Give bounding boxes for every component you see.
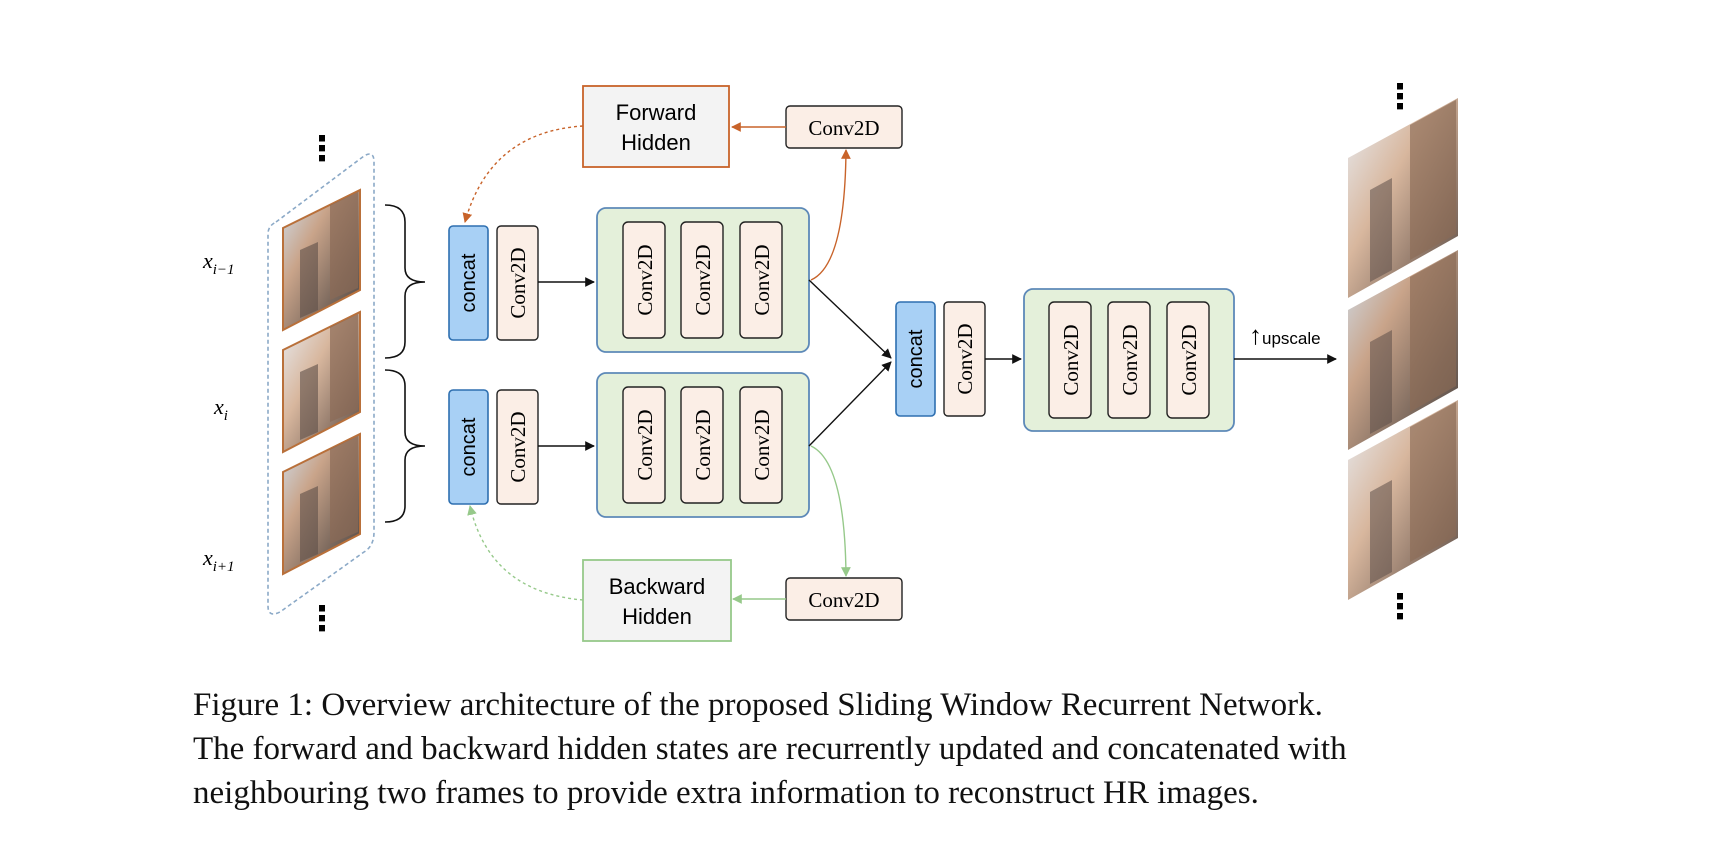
output-frames-group: ⋮ ⋮: [1348, 77, 1458, 627]
upper-brace: [384, 204, 426, 359]
backward-hidden-box: [582, 559, 732, 642]
backward-block-to-conv-arrow: [810, 445, 851, 577]
bottom-ellipsis: ⋮: [305, 599, 339, 639]
frame-label-prev: xi−1: [202, 248, 235, 278]
forward-to-merge-arrow: [808, 279, 892, 359]
top-ellipsis: ⋮: [305, 129, 339, 169]
frame-image-1: [282, 188, 361, 332]
reconstruction-conv-3: [1166, 301, 1210, 419]
frame-label-prev-subscript: i−1: [213, 262, 235, 278]
frame-label-next-subscript: i+1: [213, 559, 235, 575]
frame-label-current: xi: [213, 394, 228, 424]
backward-pre-conv-box: [496, 389, 539, 505]
frame-image-3: [282, 432, 361, 576]
output-top-ellipsis: ⋮: [1383, 77, 1417, 117]
forward-conv-label: Conv2D: [808, 116, 879, 140]
forward-concat-label: concat: [458, 253, 480, 312]
forward-branch: Forward Hidden Conv2D concat Conv2D Conv…: [448, 85, 903, 353]
reconstruction-conv-3-label: Conv2D: [1177, 324, 1201, 395]
forward-block-conv-3: [739, 221, 783, 339]
backward-pre-conv-label: Conv2D: [506, 411, 530, 482]
backward-block-conv-3: [739, 386, 783, 504]
frame-label-current-subscript: i: [224, 408, 228, 424]
forward-block-to-conv-arrow: [810, 149, 851, 281]
figure-caption: Figure 1: Overview architecture of the p…: [193, 683, 1493, 815]
backward-block-conv-1: [622, 386, 666, 504]
forward-block-conv-3-label: Conv2D: [750, 244, 774, 315]
backward-conv-label: Conv2D: [808, 588, 879, 612]
output-bottom-ellipsis: ⋮: [1383, 587, 1417, 627]
forward-concat-box: [448, 225, 489, 341]
merge-conv-label: Conv2D: [953, 323, 977, 394]
forward-block-conv-2: [680, 221, 724, 339]
backward-block-conv-2: [680, 386, 724, 504]
caption-line-2: The forward and backward hidden states a…: [193, 731, 1347, 767]
upscale-up-arrow-icon: ↑: [1249, 320, 1262, 350]
backward-hidden-label-line2: Hidden: [622, 604, 692, 629]
forward-hidden-to-concat-arrow: [462, 125, 584, 223]
merge-stage: concat Conv2D Conv2D Conv2D Conv2D ↑upsc…: [808, 279, 1337, 447]
forward-pre-conv-box: [496, 225, 539, 341]
backward-block-conv-2-label: Conv2D: [691, 409, 715, 480]
merge-concat-label: concat: [905, 329, 927, 388]
output-image-1: [1348, 98, 1458, 298]
reconstruction-conv-1-label: Conv2D: [1059, 324, 1083, 395]
backward-concat-label: concat: [458, 417, 480, 476]
reconstruction-conv-2-label: Conv2D: [1118, 324, 1142, 395]
backward-branch: concat Conv2D Conv2D Conv2D Conv2D Conv2…: [448, 372, 903, 642]
caption-line-1: Figure 1: Overview architecture of the p…: [193, 687, 1323, 723]
backward-block-conv-1-label: Conv2D: [633, 409, 657, 480]
reconstruction-conv-2: [1107, 301, 1151, 419]
lower-brace: [384, 369, 426, 523]
backward-to-merge-arrow: [808, 361, 892, 447]
frame-image-2: [282, 310, 361, 454]
forward-block-conv-2-label: Conv2D: [691, 244, 715, 315]
input-frames-group: ⋮ ⋮ xi−1 xi xi+1: [202, 129, 426, 639]
backward-hidden-to-concat-arrow: [467, 505, 584, 601]
forward-pre-conv-label: Conv2D: [506, 247, 530, 318]
backward-hidden-label-line1: Backward: [609, 574, 706, 599]
merge-concat-box: [895, 301, 936, 417]
backward-block-conv-3-label: Conv2D: [750, 409, 774, 480]
upscale-label: ↑upscale: [1249, 320, 1321, 350]
caption-line-3: neighbouring two frames to provide extra…: [193, 775, 1259, 811]
forward-hidden-label-line1: Forward: [616, 100, 697, 125]
forward-hidden-label-line2: Hidden: [621, 130, 691, 155]
frame-label-next: xi+1: [202, 545, 235, 575]
forward-block-conv-1: [622, 221, 666, 339]
forward-block-conv-1-label: Conv2D: [633, 244, 657, 315]
reconstruction-conv-1: [1048, 301, 1092, 419]
output-image-3: [1348, 400, 1458, 600]
backward-concat-box: [448, 389, 489, 505]
output-image-2: [1348, 250, 1458, 450]
frames-dashed-container: [267, 153, 375, 615]
